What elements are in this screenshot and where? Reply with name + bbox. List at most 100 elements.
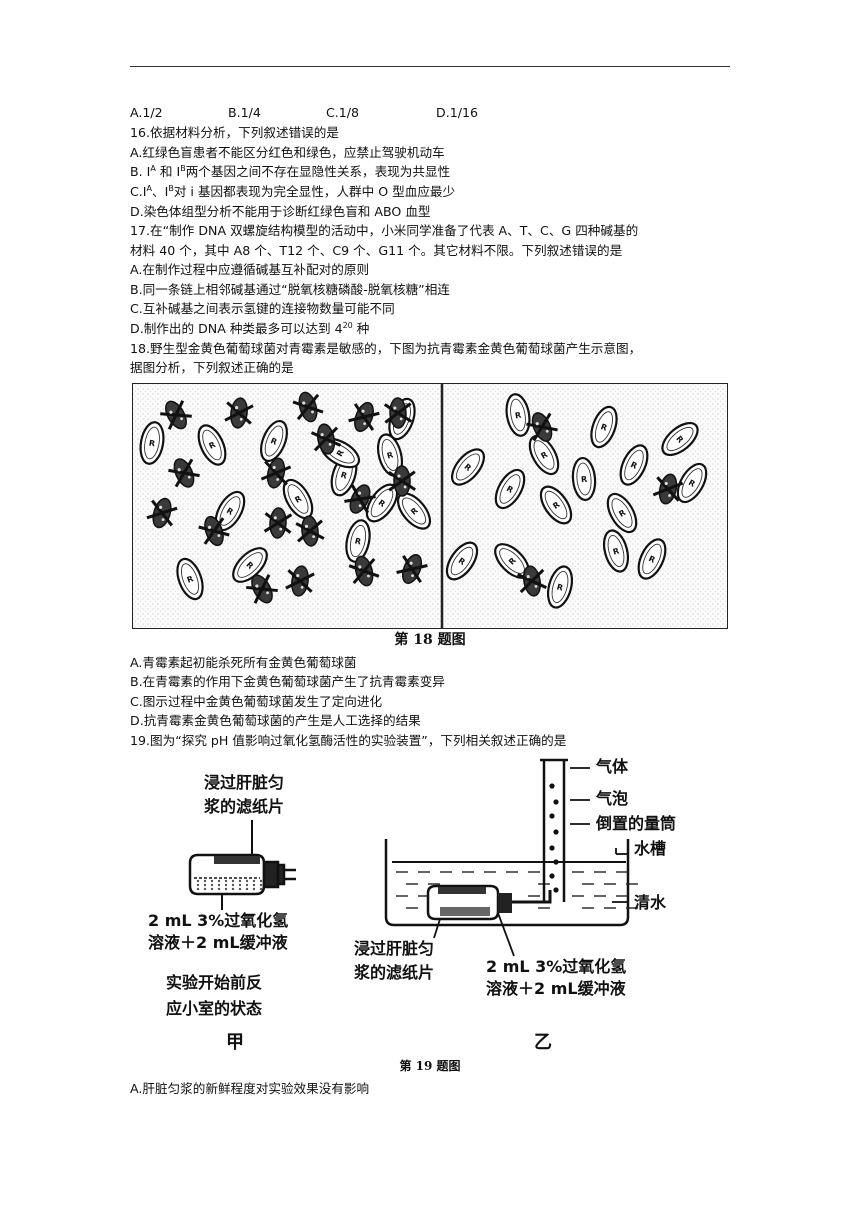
resistant-cell-mark: R — [354, 536, 362, 546]
resistant-cell-mark: R — [612, 546, 620, 556]
resistant-cell-mark: R — [293, 494, 303, 505]
jia-label-paper-line1: 浸过肝脏匀 — [204, 773, 285, 792]
resistant-cell-mark: R — [505, 484, 515, 495]
jia-label-state-line2: 应小室的状态 — [166, 999, 263, 1018]
resistant-cell-mark: R — [674, 434, 685, 445]
killed-cell — [198, 515, 230, 547]
q16-option-a: A.红绿色盲患者不能区分红色和绿色，应禁止驾驶机动车 — [130, 145, 445, 160]
resistant-cell: R — [232, 547, 268, 583]
killed-cell — [246, 574, 278, 604]
resistant-cell: R — [619, 444, 649, 486]
q18-option-a: A.青霉素起初能杀死所有金黄色葡萄球菌 — [130, 655, 357, 670]
resistant-cell: R — [637, 538, 667, 580]
resistant-cell: R — [539, 485, 573, 525]
q18-figure: RRRRRRRRRRRRRRRRRRRRRRRRRRRRRR — [132, 383, 728, 629]
q18-option-b: B.在青霉素的作用下金黄色葡萄球菌产生了抗青霉素变异 — [130, 674, 445, 689]
killed-cell — [160, 400, 192, 430]
killed-cell — [344, 484, 376, 514]
jia-label: 甲 — [226, 1032, 244, 1053]
q18-stem-line2: 据图分析，下列叙述正确的是 — [130, 360, 294, 375]
resistant-cell: R — [606, 492, 638, 534]
yi-label-water: 清水 — [634, 893, 667, 912]
resistant-cell-mark: R — [507, 556, 518, 567]
q16-option-c: C.IA、IB对 i 基因都表现为完全显性，人群中 O 型血应最少 — [130, 184, 456, 199]
q16-option-b: B. IA 和 IB两个基因之间不存在显隐性关系，表现为共显性 — [130, 164, 451, 179]
yi-label-paper-line2: 浆的滤纸片 — [354, 963, 435, 982]
resistant-cell-mark: R — [556, 582, 564, 592]
resistant-cell: R — [546, 565, 574, 609]
killed-cell — [146, 497, 178, 529]
resistant-cell-mark: R — [687, 478, 697, 489]
resistant-cell: R — [176, 557, 204, 601]
q15-option-c: C.1/8 — [326, 105, 360, 120]
resistant-cell: R — [139, 421, 165, 465]
q17-option-a: A.在制作过程中应遵循碱基互补配对的原则 — [130, 262, 370, 277]
killed-cell — [168, 458, 200, 488]
q17-option-d: D.制作出的 DNA 种类最多可以达到 420 种 — [130, 321, 370, 336]
q18-caption: 第 18 题图 — [394, 632, 466, 648]
q17-stem-line2: 材料 40 个，其中 A8 个、T12 个、C9 个、G11 个。其它材料不限。… — [130, 243, 623, 258]
q19-figure: 浸过肝脏匀 浆的滤纸片 2 mL 3%过氧化氢 溶液＋2 mL缓冲液 实验开始前… — [140, 752, 740, 1060]
yi-label-gas: 气体 — [596, 757, 629, 776]
killed-cell — [310, 423, 342, 455]
yi-label-tank: 水槽 — [634, 839, 667, 858]
resistant-cell: R — [505, 393, 531, 437]
jia-label-solution-line1: 2 mL 3%过氧化氢 — [148, 911, 289, 930]
resistant-cell-mark: R — [208, 440, 217, 451]
resistant-cell: R — [450, 448, 486, 486]
q16-stem: 16.依据材料分析，下列叙述错误的是 — [130, 125, 339, 140]
jia-label-paper-line2: 浆的滤纸片 — [204, 797, 285, 816]
resistant-cell-mark: R — [186, 574, 195, 585]
resistant-cell-mark: R — [462, 462, 473, 473]
q19-stem: 19.图为“探究 pH 值影响过氧化氢酶活性的实验装置”，下列相关叙述正确的是 — [130, 733, 567, 748]
yi-label: 乙 — [534, 1032, 552, 1053]
q15-option-a: A.1/2 — [130, 105, 163, 120]
q17-option-c: C.互补碱基之间表示氢键的连接物数量可能不同 — [130, 301, 395, 316]
resistant-cell: R — [345, 519, 371, 563]
killed-cell — [285, 565, 315, 597]
resistant-cell: R — [590, 405, 618, 449]
resistant-cell: R — [376, 433, 404, 477]
killed-cell — [383, 397, 413, 429]
resistant-cell: R — [571, 456, 597, 502]
q15-option-b: B.1/4 — [228, 105, 261, 120]
resistant-cell-mark: R — [377, 498, 387, 509]
q19-caption: 第 19 题图 — [399, 1059, 461, 1073]
resistant-cell: R — [676, 462, 708, 504]
jia-label-solution-line2: 溶液＋2 mL缓冲液 — [148, 933, 288, 952]
q19-option-a: A.肝脏匀浆的新鲜程度对实验效果没有影响 — [130, 1081, 370, 1096]
jia-liquid — [196, 879, 263, 891]
resistant-cell-mark: R — [244, 560, 255, 571]
resistant-cell-mark: R — [551, 500, 561, 511]
q17-stem-line1: 17.在“制作 DNA 双螺旋结构模型的活动中，小米同学准备了代表 A、T、C、… — [130, 223, 639, 238]
jia-filter-paper — [214, 856, 260, 864]
killed-cell — [652, 473, 684, 505]
resistant-cell-mark: R — [514, 411, 522, 421]
resistant-cell-mark: R — [335, 448, 346, 458]
killed-cell — [263, 507, 293, 539]
resistant-cell-mark: R — [148, 439, 156, 449]
yi-bubbles — [549, 783, 559, 893]
resistant-cell-mark: R — [539, 450, 549, 461]
resistant-cell: R — [661, 421, 699, 457]
jia-label-state-line1: 实验开始前反 — [166, 973, 263, 992]
yi-label-bubble: 气泡 — [596, 789, 629, 808]
resistant-cell-mark: R — [340, 470, 349, 480]
resistant-cell: R — [494, 468, 526, 510]
yi-water-tank — [384, 839, 630, 927]
q18-option-d: D.抗青霉素金黄色葡萄球菌的产生是人工选择的结果 — [130, 713, 421, 728]
yi-cylinder — [540, 758, 568, 902]
killed-cell — [396, 554, 428, 584]
header-rule — [130, 66, 730, 67]
q18-stem-line1: 18.野生型金黄色葡萄球菌对青霉素是敏感的，下图为抗青霉素金黄色葡萄球菌产生示意… — [130, 341, 642, 356]
resistant-cell-mark: R — [629, 460, 638, 471]
q17-option-b: B.同一条链上相邻碱基通过“脱氧核糖磷酸-脱氧核糖”相连 — [130, 282, 450, 297]
killed-cell — [292, 391, 324, 423]
yi-label-paper-line1: 浸过肝脏匀 — [354, 939, 435, 958]
resistant-cell-mark: R — [269, 436, 278, 447]
q19-apparatus-drawing — [188, 758, 638, 957]
resistant-cell: R — [445, 541, 479, 581]
yi-label-cylinder: 倒置的量筒 — [596, 814, 677, 833]
resistant-cell-mark: R — [617, 508, 627, 519]
resistant-cell-mark: R — [225, 506, 235, 517]
